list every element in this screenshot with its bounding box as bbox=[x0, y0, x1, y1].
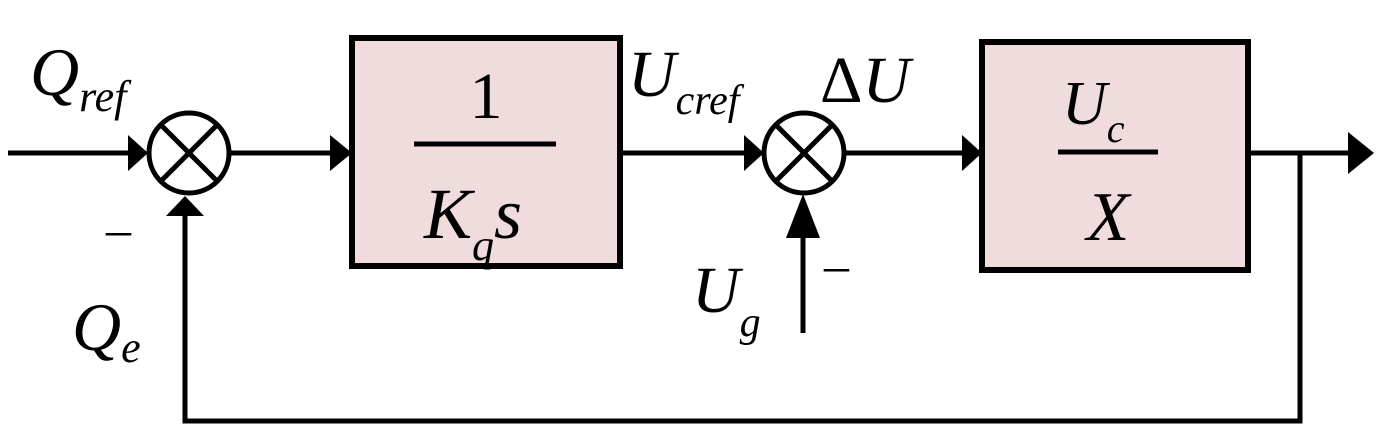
label-q-e: Qe bbox=[72, 289, 141, 372]
label-u-cref: Ucref bbox=[628, 38, 745, 124]
summing-junction-2 bbox=[761, 110, 847, 196]
gain-block: Uc X bbox=[979, 39, 1251, 273]
label-delta-u: ΔU bbox=[820, 44, 914, 117]
arrow-output bbox=[1348, 132, 1374, 174]
arrow-ug-into-sum2 bbox=[786, 194, 820, 238]
gain-denominator: X bbox=[1084, 179, 1133, 256]
label-u-g: Ug bbox=[692, 254, 761, 346]
arrow-into-block2 bbox=[962, 135, 982, 171]
signal-wires bbox=[8, 150, 1348, 424]
gain-numerator: Uc bbox=[1062, 70, 1125, 151]
integrator-block: 1 Kqs bbox=[349, 35, 623, 270]
summing-junction-1 bbox=[146, 110, 232, 196]
arrow-into-sum2 bbox=[744, 135, 764, 171]
label-q-ref: Qref bbox=[30, 34, 132, 121]
label-sum1-minus: – bbox=[105, 201, 132, 257]
gain-block-box bbox=[979, 39, 1251, 273]
label-sum2-minus: – bbox=[823, 237, 850, 293]
arrow-into-sum1 bbox=[128, 135, 148, 171]
arrow-into-block1 bbox=[330, 135, 352, 171]
integrator-numerator: 1 bbox=[470, 60, 503, 133]
arrow-feedback-into-sum1 bbox=[166, 196, 204, 216]
integrator-denominator: Kqs bbox=[423, 174, 522, 270]
arrowheads bbox=[128, 132, 1374, 238]
integrator-block-box bbox=[349, 35, 623, 269]
feedback-wire bbox=[182, 153, 1303, 424]
